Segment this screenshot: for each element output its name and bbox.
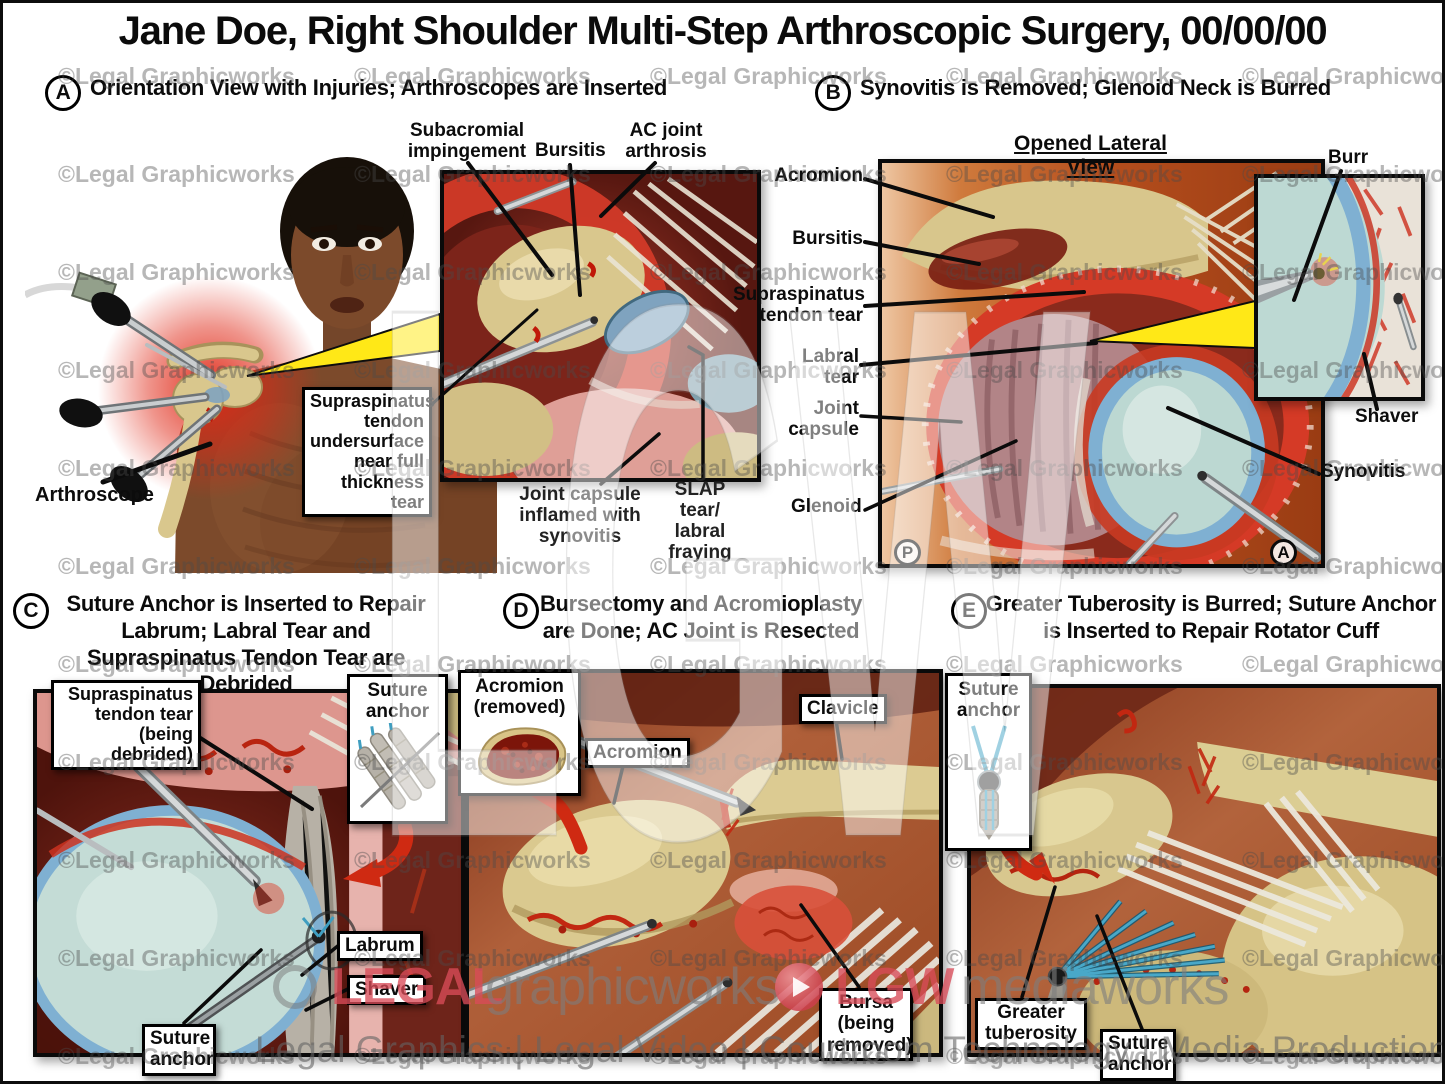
label-joint-capsule-b: Joint capsule	[788, 398, 859, 440]
label-shaver-b: Shaver	[1355, 406, 1419, 427]
page-title: Jane Doe, Right Shoulder Multi-Step Arth…	[118, 9, 1328, 53]
label-synovitis: Synovitis	[1321, 461, 1406, 482]
removed-acromion-fragment-icon	[477, 726, 567, 786]
label-bursitis-a: Bursitis	[535, 140, 606, 161]
label-arthroscope: Arthroscope	[35, 484, 154, 506]
label-ac-joint-arthrosis: AC joint arthrosis	[625, 120, 707, 162]
label-joint-capsule-synovitis: Joint capsule inflamed with synovitis	[519, 484, 641, 547]
suture-anchor-icon	[970, 724, 1007, 840]
label-acromion-d: Acromion	[585, 738, 690, 769]
panel-a-arthroscopic-inset	[440, 170, 761, 482]
suture-anchor-inset-e-caption: Suture anchor	[956, 679, 1021, 722]
label-supraspinatus-debrided: Supraspinatus tendon tear (being debride…	[51, 680, 201, 770]
panel-d-heading-text: Bursectomy and Acromioplasty are Done; A…	[539, 591, 863, 643]
label-burr: Burr	[1328, 147, 1369, 168]
label-labral-tear: Labral tear	[801, 346, 859, 388]
panel-b-inset-illustration	[1258, 178, 1421, 397]
label-labrum: Labrum	[337, 931, 423, 962]
suture-anchor-inset-c: Suture anchor	[347, 674, 448, 824]
panel-b-burr-inset	[1254, 174, 1425, 401]
suture-anchors-icon	[356, 722, 440, 810]
panel-e-letter-badge: E	[951, 593, 987, 629]
panel-a-letter-badge: A	[45, 75, 81, 111]
panel-c-letter-badge: C	[13, 593, 49, 629]
label-suture-anchor-c: Suture anchor	[142, 1024, 216, 1076]
panel-e-heading-text: Greater Tuberosity is Burred; Suture Anc…	[985, 591, 1437, 643]
panel-a-heading: A Orientation View with Injuries; Arthro…	[45, 75, 667, 111]
label-clavicle: Clavicle	[799, 694, 887, 725]
label-bursa-removed: Bursa (being removed)	[819, 988, 913, 1061]
suture-anchor-inset-e: Suture anchor	[945, 673, 1032, 851]
label-greater-tuberosity: Greater tuberosity	[975, 998, 1087, 1050]
label-shaver-c: Shaver	[347, 975, 427, 1006]
panel-b-subtitle: Opened Lateral View	[1014, 132, 1167, 179]
label-acromion-b: Acromion	[774, 165, 863, 186]
acromion-removed-inset: Acromion (removed)	[458, 670, 581, 796]
anterior-marker: A	[1270, 539, 1297, 566]
panel-a-heading-text: Orientation View with Injuries; Arthrosc…	[90, 75, 668, 100]
label-glenoid: Glenoid	[791, 496, 862, 517]
label-bursitis-b: Bursitis	[792, 228, 863, 249]
suture-anchor-inset-c-caption: Suture anchor	[365, 680, 430, 723]
panel-b-heading: B Synovitis is Removed; Glenoid Neck is …	[815, 75, 1331, 111]
panel-a-inset-illustration	[444, 174, 757, 478]
panel-b-letter-badge: B	[815, 75, 851, 111]
panel-b-heading-text: Synovitis is Removed; Glenoid Neck is Bu…	[860, 75, 1331, 100]
label-slap-tear: SLAP tear/ labral fraying	[668, 479, 732, 563]
posterior-marker: P	[894, 539, 921, 566]
label-suture-anchor-e: Suture anchor	[1100, 1029, 1176, 1081]
watermark-tile: ©Legal Graphicworks	[1242, 651, 1445, 677]
acromion-removed-caption: Acromion (removed)	[473, 676, 566, 719]
label-supraspinatus-tendon-tear: Supraspinatus tendon tear	[733, 284, 865, 326]
label-subacromial-impingement: Subacromial impingement	[407, 120, 527, 162]
label-supraspinatus-undersurface-tear: Supraspinatus tendon undersurface near f…	[302, 387, 435, 517]
panel-d-letter-badge: D	[503, 593, 539, 629]
panel-c-heading-text: Suture Anchor is Inserted to Repair Labr…	[66, 591, 426, 697]
